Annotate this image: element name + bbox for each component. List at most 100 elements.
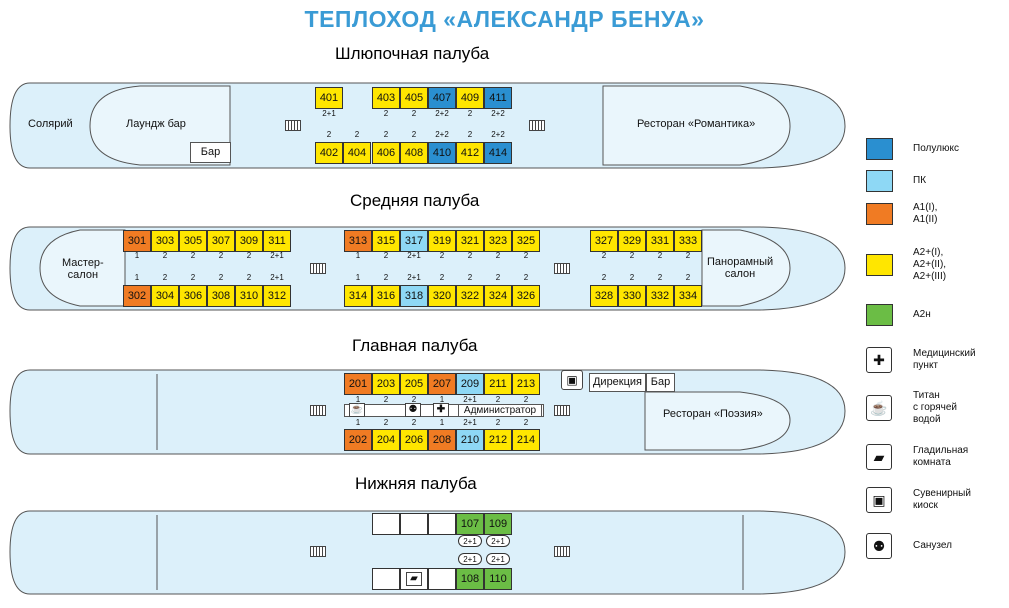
cabin-203[interactable]: 203 [372,373,400,395]
boat-bar-label: Бар [200,146,221,158]
cabin-211[interactable]: 211 [484,373,512,395]
cabin-325[interactable]: 325 [512,230,540,252]
cabin-331[interactable]: 331 [646,230,674,252]
cabin-315[interactable]: 315 [372,230,400,252]
cabin-212[interactable]: 212 [484,429,512,451]
legend-icon-label: Гладильная комната [913,445,969,468]
cabin-210[interactable]: 210 [456,429,484,451]
cabin-316[interactable]: 316 [372,285,400,307]
cabin-334[interactable]: 334 [674,285,702,307]
cabin-313[interactable]: 313 [344,230,372,252]
cabin-320[interactable]: 320 [428,285,456,307]
cabin-unnumbered[interactable] [372,568,400,590]
cabin-309[interactable]: 309 [235,230,263,252]
cabin-occupancy: 2 [495,273,501,282]
cabin-301[interactable]: 301 [123,230,151,252]
cabin-402[interactable]: 402 [315,142,343,164]
cabin-304[interactable]: 304 [151,285,179,307]
cabin-324[interactable]: 324 [484,285,512,307]
cabin-330[interactable]: 330 [618,285,646,307]
cabin-213[interactable]: 213 [512,373,540,395]
cabin-328[interactable]: 328 [590,285,618,307]
cabin-414[interactable]: 414 [484,142,512,164]
cabin-312[interactable]: 312 [263,285,291,307]
cabin-occupancy: 2 [629,273,635,282]
legend-swatch [866,203,893,225]
cabin-occupancy: 2 [383,109,389,118]
cabin-107[interactable]: 107 [456,513,484,535]
cabin-305[interactable]: 305 [179,230,207,252]
cabin-401[interactable]: 401 [315,87,343,109]
cabin-unnumbered[interactable] [428,568,456,590]
cabin-406[interactable]: 406 [372,142,400,164]
legend-swatch [866,304,893,326]
cabin-204[interactable]: 204 [372,429,400,451]
cabin-occupancy: 2 [467,109,473,118]
cabin-310[interactable]: 310 [235,285,263,307]
cabin-302[interactable]: 302 [123,285,151,307]
cabin-202[interactable]: 202 [344,429,372,451]
cabin-411[interactable]: 411 [484,87,512,109]
page-title: ТЕПЛОХОД «АЛЕКСАНДР БЕНУА» [304,6,705,32]
cabin-occupancy: 2 [495,418,501,427]
cabin-occupancy: 2+1 [407,251,421,260]
cabin-317[interactable]: 317 [400,230,428,252]
cabin-occupancy: 2+1 [270,251,284,260]
cabin-326[interactable]: 326 [512,285,540,307]
cabin-occupancy: 2 [411,109,417,118]
cabin-occupancy: 2 [383,418,389,427]
cabin-occupancy: 2+1 [407,273,421,282]
cabin-110[interactable]: 110 [484,568,512,590]
cabin-108[interactable]: 108 [456,568,484,590]
cabin-412[interactable]: 412 [456,142,484,164]
cabin-405[interactable]: 405 [400,87,428,109]
cabin-214[interactable]: 214 [512,429,540,451]
stairs-icon [554,263,570,274]
cabin-109[interactable]: 109 [484,513,512,535]
cabin-unnumbered[interactable] [372,513,400,535]
cabin-207[interactable]: 207 [428,373,456,395]
direction-label: Дирекция [592,376,643,388]
cabin-206[interactable]: 206 [400,429,428,451]
cabin-322[interactable]: 322 [456,285,484,307]
poeziya-restaurant-label: Ресторан «Поэзия» [663,408,763,420]
main-deck-restaurant-outline [644,391,791,451]
cabin-407[interactable]: 407 [428,87,456,109]
cabin-occupancy: 2 [657,251,663,260]
cabin-318[interactable]: 318 [400,285,428,307]
cabin-occupancy: 2 [601,273,607,282]
cabin-333[interactable]: 333 [674,230,702,252]
cabin-408[interactable]: 408 [400,142,428,164]
cabin-321[interactable]: 321 [456,230,484,252]
cabin-311[interactable]: 311 [263,230,291,252]
cabin-319[interactable]: 319 [428,230,456,252]
hot-water-cup-icon: ☕ [866,395,892,421]
cabin-327[interactable]: 327 [590,230,618,252]
cabin-occupancy: 2 [601,251,607,260]
cabin-409[interactable]: 409 [456,87,484,109]
main-deck-title: Главная палуба [352,336,478,355]
cabin-201[interactable]: 201 [344,373,372,395]
cabin-209[interactable]: 209 [456,373,484,395]
legend-swatch [866,254,893,276]
cabin-314[interactable]: 314 [344,285,372,307]
cabin-303[interactable]: 303 [151,230,179,252]
cabin-308[interactable]: 308 [207,285,235,307]
cabin-occupancy: 2 [383,395,389,404]
cabin-occupancy: 2 [411,130,417,139]
cabin-404[interactable]: 404 [343,142,371,164]
cabin-unnumbered[interactable] [428,513,456,535]
cabin-410[interactable]: 410 [428,142,456,164]
cabin-unnumbered[interactable] [400,513,428,535]
cabin-403[interactable]: 403 [372,87,400,109]
cabin-306[interactable]: 306 [179,285,207,307]
cabin-323[interactable]: 323 [484,230,512,252]
legend-label: Полулюкс [913,143,959,154]
cabin-occupancy: 2 [190,273,196,282]
cabin-329[interactable]: 329 [618,230,646,252]
cabin-307[interactable]: 307 [207,230,235,252]
cabin-208[interactable]: 208 [428,429,456,451]
cabin-occupancy: 1 [355,251,361,260]
cabin-332[interactable]: 332 [646,285,674,307]
cabin-205[interactable]: 205 [400,373,428,395]
